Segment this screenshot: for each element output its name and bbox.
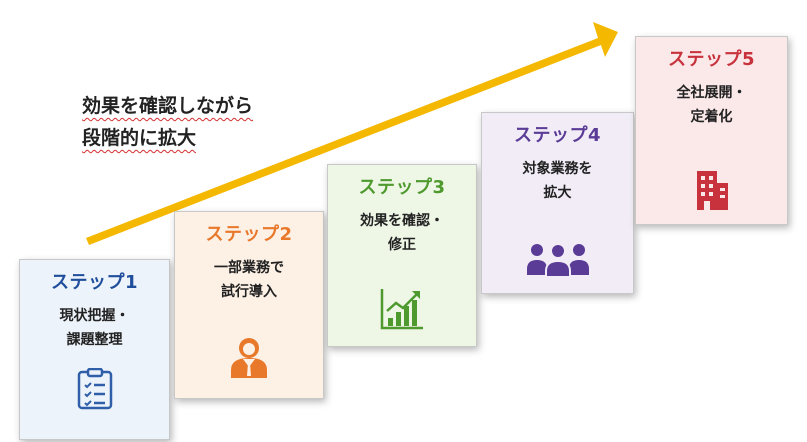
step-3-desc-line-2: 修正 <box>388 237 416 253</box>
step-4-title: ステップ4 <box>513 125 602 146</box>
step-2-card: ステップ2 一部業務で 試行導入 <box>174 211 324 399</box>
person-icon <box>231 338 267 378</box>
step-2-desc-line-1: 一部業務で <box>214 260 284 276</box>
office-building-icon <box>696 171 728 210</box>
step-2-title: ステップ2 <box>205 224 293 245</box>
step-1-title: ステップ1 <box>50 272 139 293</box>
caption: 効果を確認しながら 段階的に拡大 <box>82 90 253 154</box>
caption-line-2: 段階的に拡大 <box>82 127 197 149</box>
step-2-description: 一部業務で 試行導入 <box>175 256 323 304</box>
step-5-card: ステップ5 全社展開・ 定着化 <box>635 36 788 225</box>
step-1-description: 現状把握・ 課題整理 <box>20 304 169 352</box>
step-5-title: ステップ5 <box>667 49 756 70</box>
step-1-card: ステップ1 現状把握・ 課題整理 <box>19 259 170 440</box>
step-4-card: ステップ4 対象業務を 拡大 <box>481 112 634 294</box>
growth-arrow-shape <box>86 22 618 245</box>
step-3-card: ステップ3 効果を確認・ 修正 <box>327 164 477 347</box>
step-3-title: ステップ3 <box>358 177 446 198</box>
clipboard-checklist-icon <box>77 368 112 410</box>
caption-line-1: 効果を確認しながら <box>82 95 254 117</box>
step-2-desc-line-2: 試行導入 <box>221 284 277 300</box>
step-5-desc-line-2: 定着化 <box>690 109 733 125</box>
step-5-description: 全社展開・ 定着化 <box>636 81 787 129</box>
group-people-icon <box>526 243 589 277</box>
step-1-desc-line-1: 現状把握・ <box>59 308 130 324</box>
step-4-desc-line-2: 拡大 <box>543 185 572 201</box>
step-1-desc-line-2: 課題整理 <box>66 332 123 348</box>
growth-chart-icon <box>380 289 423 330</box>
step-4-description: 対象業務を 拡大 <box>482 157 633 205</box>
step-3-desc-line-1: 効果を確認・ <box>360 213 444 229</box>
step-5-desc-line-1: 全社展開・ <box>676 85 747 101</box>
step-3-description: 効果を確認・ 修正 <box>328 209 476 257</box>
step-4-desc-line-1: 対象業務を <box>522 161 593 177</box>
